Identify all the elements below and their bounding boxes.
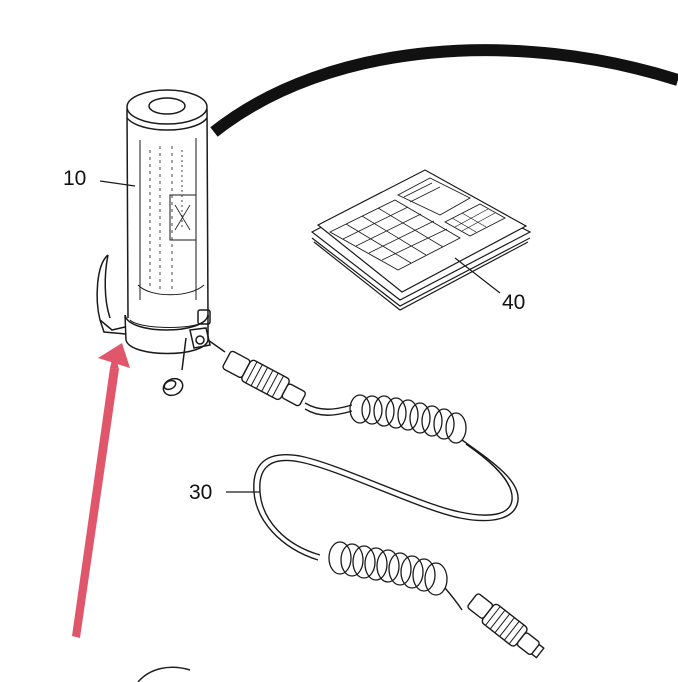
- pointer-arrow: [72, 343, 130, 638]
- manual-booklet-drawing: [310, 169, 532, 311]
- coiled-cable-drawing: [207, 339, 545, 659]
- leader-line-40: [454, 257, 501, 294]
- bottom-arc: [137, 666, 191, 682]
- cylinder-drawing: [96, 89, 211, 397]
- callout-30: 30: [189, 481, 213, 504]
- background-arc: [210, 44, 678, 137]
- leader-line-10: [99, 180, 136, 187]
- callout-10: 10: [63, 167, 87, 190]
- callout-40: 40: [502, 291, 526, 314]
